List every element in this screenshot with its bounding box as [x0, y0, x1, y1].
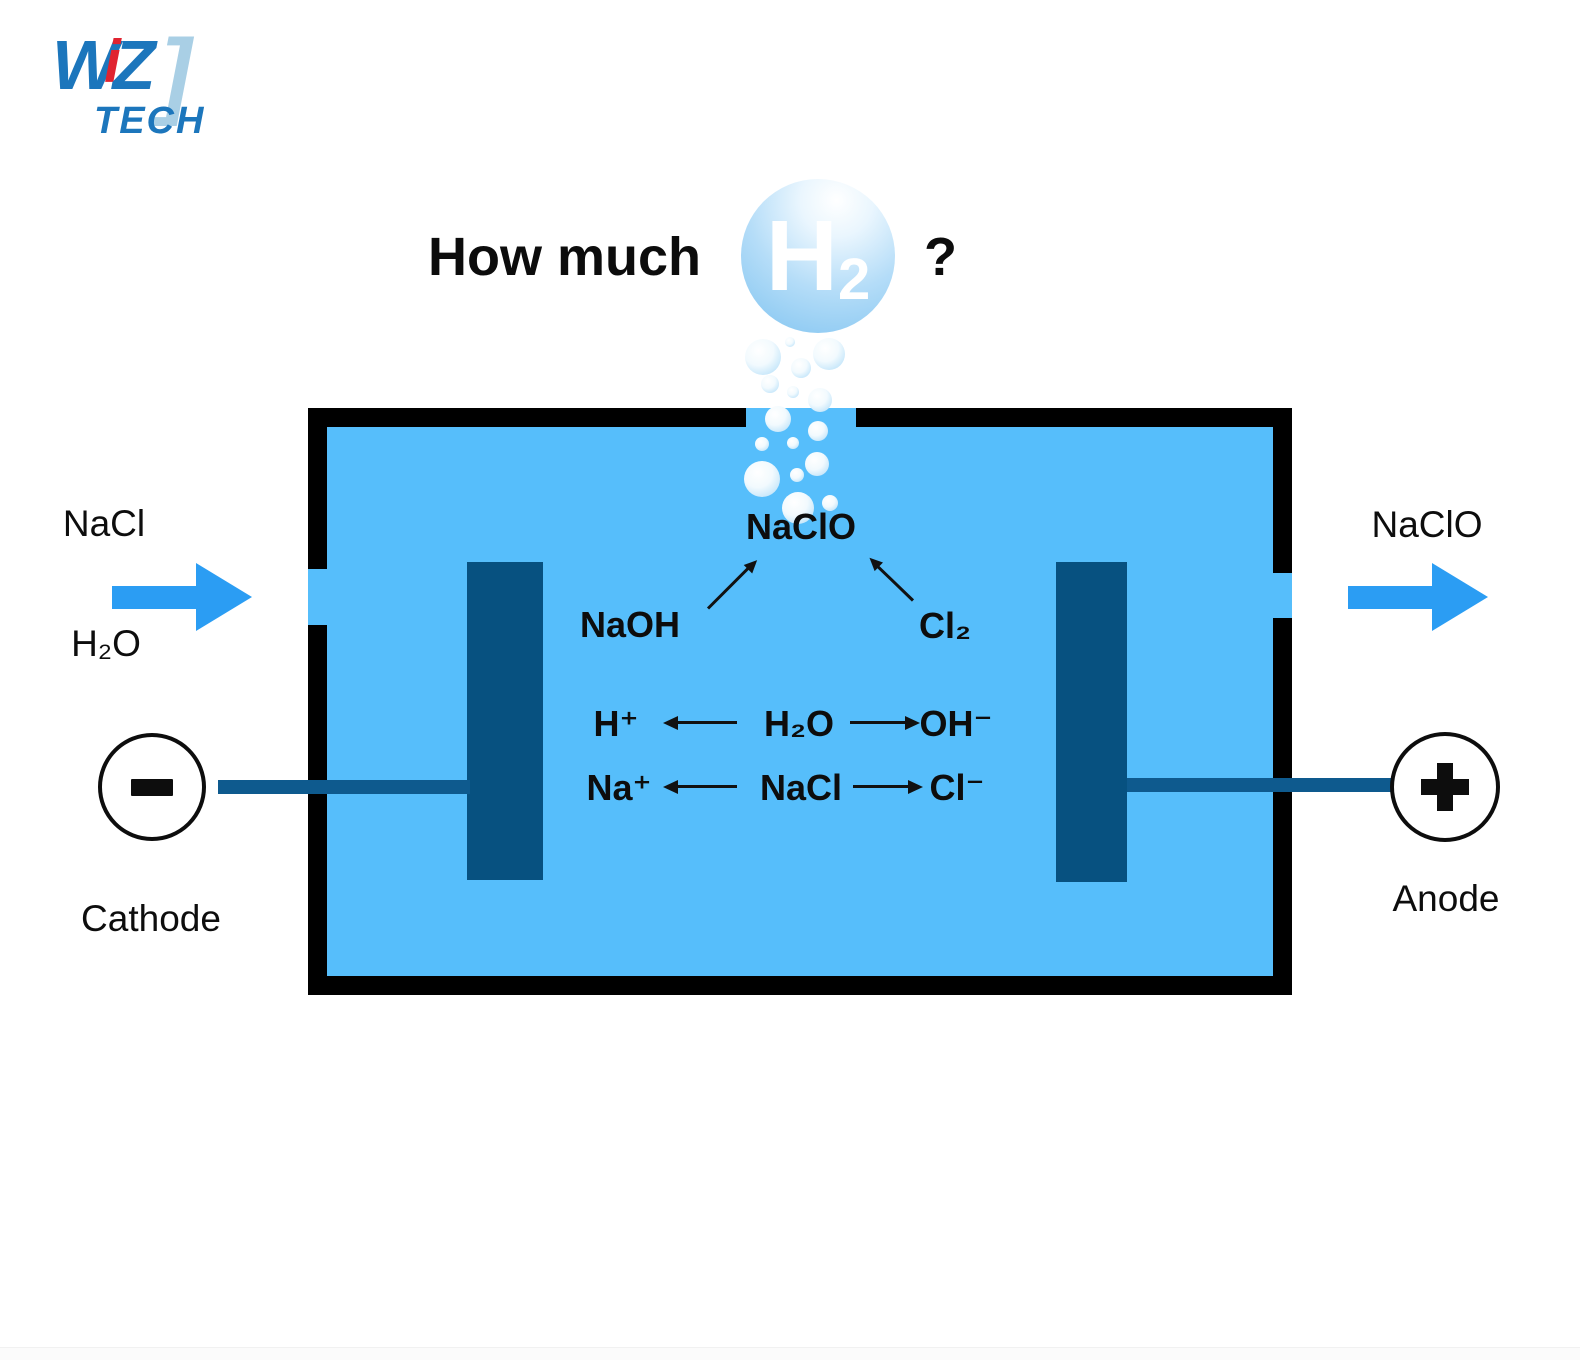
- logo-letter-i: i: [104, 28, 121, 95]
- gas-bubble: [744, 461, 780, 497]
- na-plus-label: Na⁺: [586, 767, 652, 808]
- gas-bubble: [787, 437, 799, 449]
- anode-label: Anode: [1392, 878, 1500, 919]
- gas-bubble: [745, 339, 781, 375]
- gas-bubble: [790, 468, 804, 482]
- gas-bubble: [765, 406, 791, 432]
- minus-icon: [131, 778, 173, 796]
- tank-gas-opening: [746, 408, 856, 428]
- tank-outlet-opening: [1272, 573, 1292, 618]
- cathode-label: Cathode: [81, 898, 221, 939]
- nacl-label: NaCl: [759, 767, 843, 808]
- logo-tech-text: TECH: [94, 100, 206, 142]
- cathode-wire: [218, 780, 470, 794]
- page-title: How much: [428, 227, 702, 287]
- gas-bubble: [822, 495, 838, 511]
- arrow-left-icon: [677, 785, 737, 788]
- logo-bracket-icon: ]: [159, 20, 192, 127]
- inflow-arrow-icon: [112, 563, 252, 631]
- gas-bubble: [805, 452, 829, 476]
- gas-bubble: [755, 437, 769, 451]
- gas-bubble: [785, 337, 795, 347]
- anode-electrode: [1056, 562, 1127, 882]
- tank-inlet-opening: [308, 569, 328, 625]
- arrow-left-icon: [677, 721, 737, 724]
- reagent-cl2-label: Cl₂: [919, 605, 971, 646]
- logo-wordmark: W i Z ]: [52, 26, 205, 122]
- gas-bubble: [782, 492, 814, 524]
- question-mark: ?: [924, 227, 957, 287]
- inflow-label-h2o: H₂O: [71, 623, 141, 664]
- oh-minus-label: OH⁻: [919, 703, 993, 744]
- plus-icon: [1421, 763, 1469, 811]
- anode-wire: [1127, 778, 1391, 792]
- outflow-arrow-icon: [1348, 563, 1488, 631]
- cathode-electrode: [467, 562, 543, 880]
- cl-minus-label: Cl⁻: [929, 767, 985, 808]
- outflow-label-naclo: NaClO: [1371, 504, 1483, 545]
- gas-bubble: [813, 338, 845, 370]
- inflow-label-nacl: NaCl: [62, 503, 146, 544]
- wiztech-logo: W i Z ] TECH: [52, 26, 206, 143]
- gas-bubble: [791, 358, 811, 378]
- water-label: H₂O: [764, 703, 834, 744]
- h-plus-label: H⁺: [593, 703, 639, 744]
- arrow-right-icon: [850, 721, 907, 724]
- gas-bubble: [808, 388, 832, 412]
- reagent-naoh-label: NaOH: [579, 604, 681, 645]
- h2-gas-subscript: 2: [837, 247, 871, 312]
- cathode-terminal: [98, 733, 206, 841]
- gas-bubble: [808, 421, 828, 441]
- logo-letter-w: W: [52, 26, 119, 104]
- product-naclo-label: NaClO: [745, 506, 857, 547]
- h2-bubble: H 2: [741, 179, 895, 333]
- gas-bubble: [761, 375, 779, 393]
- gas-bubble: [787, 386, 799, 398]
- anode-terminal: [1390, 732, 1500, 842]
- arrow-right-icon: [853, 785, 910, 788]
- bottom-strip: [0, 1347, 1580, 1360]
- logo-letter-z: Z: [112, 26, 156, 104]
- h2-gas-symbol: H: [765, 200, 838, 312]
